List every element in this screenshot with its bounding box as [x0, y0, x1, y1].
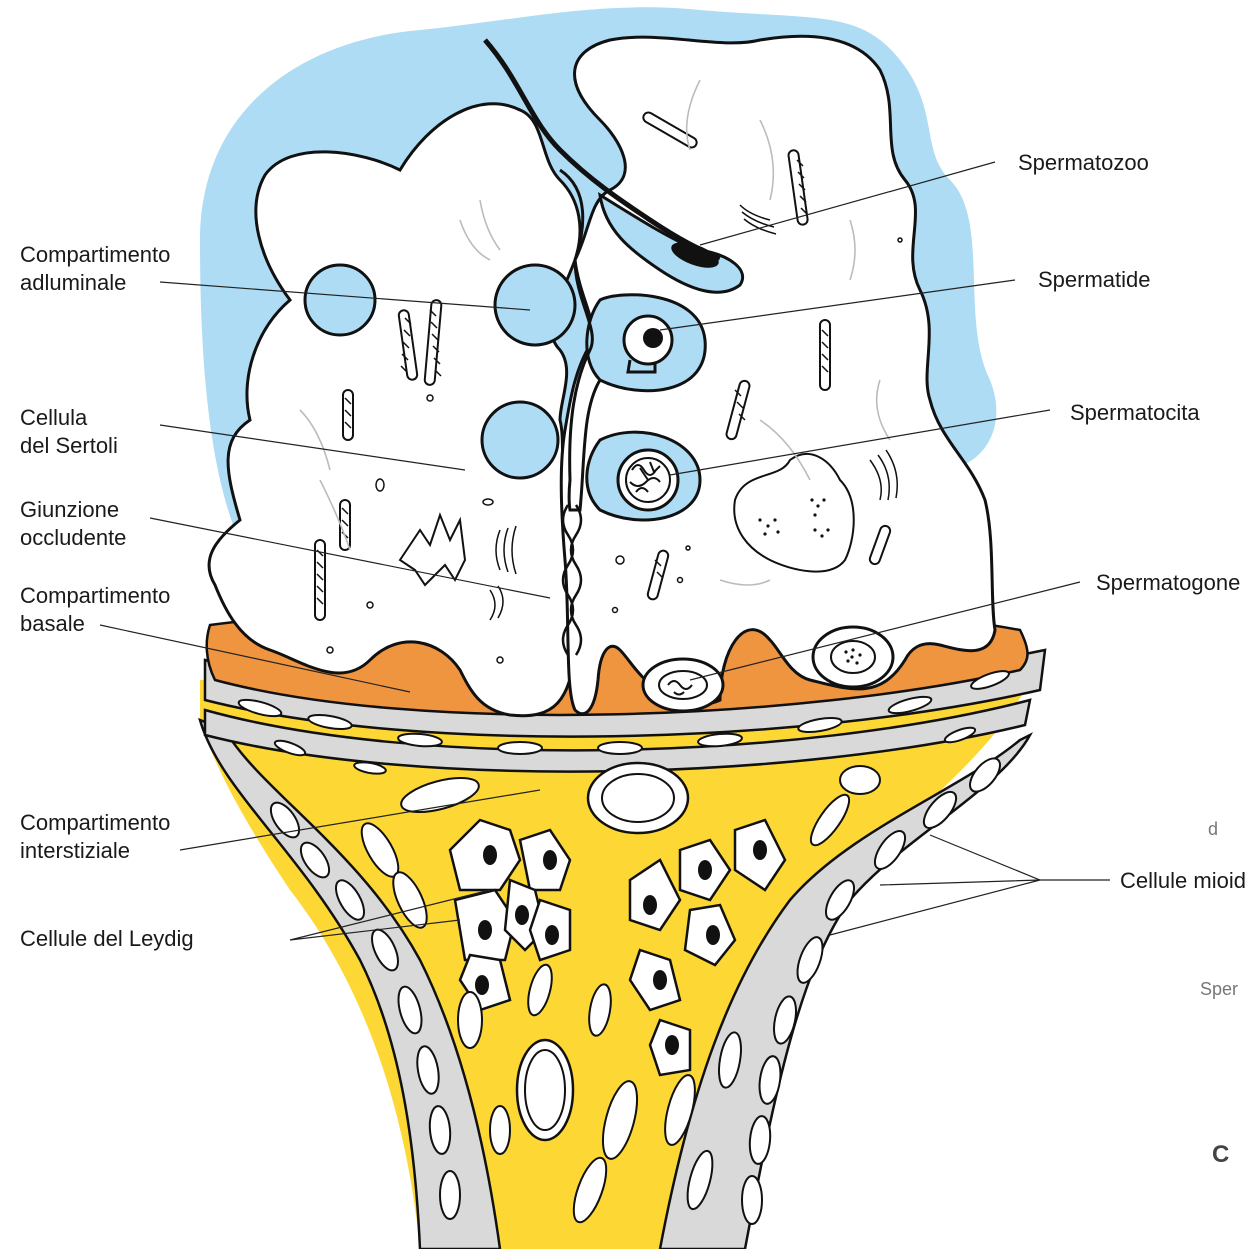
capillary-lower — [517, 1040, 573, 1140]
adluminal-pocket-1 — [305, 265, 375, 335]
label-compartimento-adluminale-line2: adluminale — [20, 270, 126, 295]
label-spermatocita: Spermatocita — [1070, 400, 1200, 425]
label-spermatide: Spermatide — [1038, 267, 1151, 292]
fragment-c: C — [1212, 1141, 1229, 1168]
label-compartimento-interstiziale-line1: Compartimento — [20, 810, 170, 835]
label-compartimento-interstiziale-line2: interstiziale — [20, 838, 130, 863]
blood-vessel — [588, 763, 688, 833]
label-compartimento-adluminale-line1: Compartimento — [20, 242, 170, 267]
label-spermatogone: Spermatogone — [1096, 570, 1240, 595]
label-cellula-sertoli-line1: Cellula — [20, 405, 88, 430]
fragment-d: d — [1208, 819, 1218, 839]
adluminal-pocket-3 — [482, 402, 558, 478]
spermatogonium-1-nucleus — [659, 671, 707, 699]
label-cellula-sertoli-line2: del Sertoli — [20, 433, 118, 458]
label-compartimento-basale-line1: Compartimento — [20, 583, 170, 608]
adluminal-pocket-2 — [495, 265, 575, 345]
label-giunzione-occludente-line1: Giunzione — [20, 497, 119, 522]
spermatid-nucleus — [643, 328, 663, 348]
label-giunzione-occludente-line2: occludente — [20, 525, 126, 550]
fragment-sper: Sper — [1200, 979, 1238, 999]
label-spermatozoo: Spermatozoo — [1018, 150, 1149, 175]
label-compartimento-basale-line2: basale — [20, 611, 85, 636]
label-cellule-mioidi: Cellule mioid — [1120, 868, 1246, 893]
label-cellule-leydig: Cellule del Leydig — [20, 926, 194, 951]
